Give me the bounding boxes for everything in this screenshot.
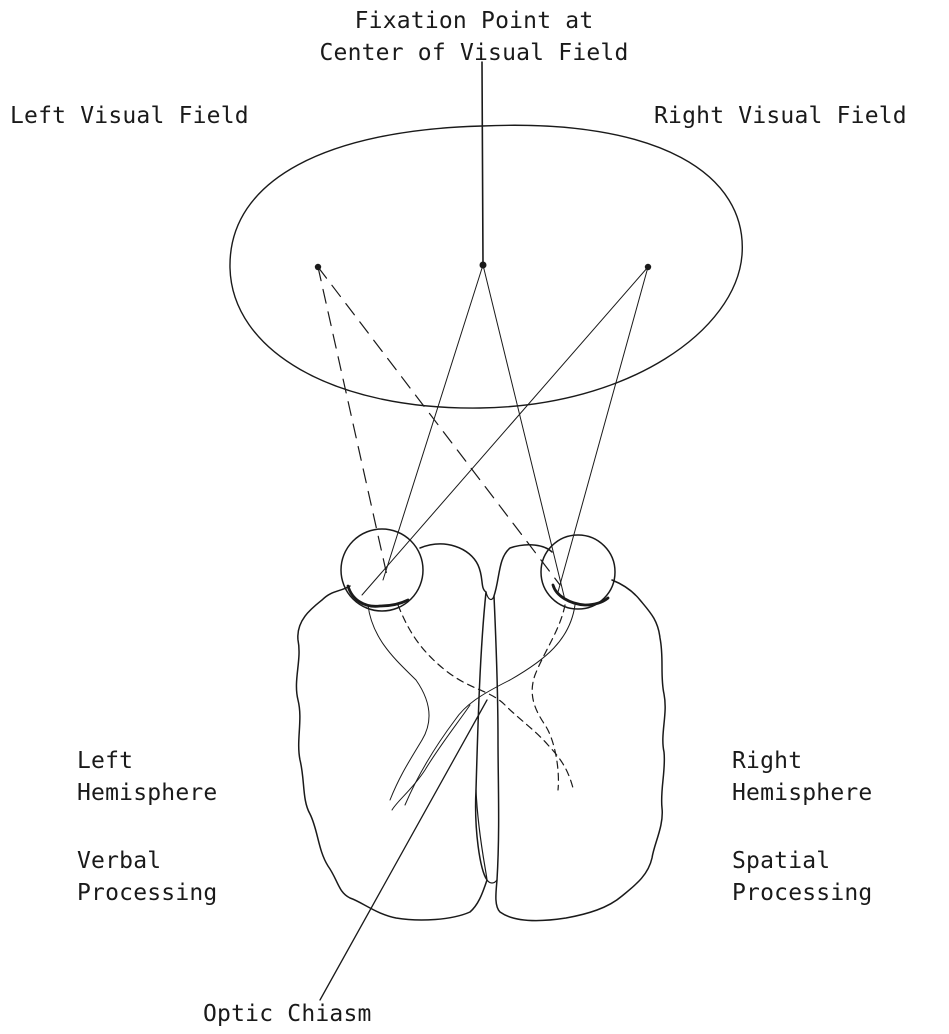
optic-chiasm-label: Optic Chiasm bbox=[203, 998, 372, 1030]
right-eye-crossing-pathway bbox=[405, 605, 575, 805]
left-visual-field-label: Left Visual Field bbox=[10, 100, 249, 132]
right-visual-field-label: Right Visual Field bbox=[654, 100, 907, 132]
fixation-pointer-line bbox=[482, 62, 483, 265]
fixation-point-label: Fixation Point at Center of Visual Field bbox=[274, 5, 674, 69]
left-hemisphere-outline bbox=[296, 544, 487, 920]
spatial-processing-label: Spatial Processing bbox=[732, 845, 872, 909]
right-eye-dashed-pathway bbox=[532, 605, 565, 790]
left-hemisphere-tract bbox=[392, 705, 470, 810]
verbal-processing-label-line-2: Processing bbox=[77, 877, 217, 909]
midline-fissure bbox=[476, 592, 497, 883]
left-eye bbox=[341, 529, 423, 611]
fixation-ray-right-eye bbox=[483, 265, 565, 600]
left-eye-solid-pathway bbox=[368, 605, 429, 800]
spatial-processing-label-line-2: Processing bbox=[732, 877, 872, 909]
spatial-processing-label-line-1: Spatial bbox=[732, 845, 872, 877]
verbal-processing-label-line-1: Verbal bbox=[77, 845, 217, 877]
left-hemisphere-label-line-2: Hemisphere bbox=[77, 777, 217, 809]
visual-field-ellipse bbox=[230, 125, 742, 408]
right-hemisphere-label: Right Hemisphere bbox=[732, 745, 872, 809]
left-hemisphere-label-line-1: Left bbox=[77, 745, 217, 777]
left-point-ray-right-eye bbox=[318, 267, 560, 585]
optic-chiasm-pointer-line bbox=[320, 700, 487, 1000]
left-hemisphere-label: Left Hemisphere bbox=[77, 745, 217, 809]
verbal-processing-label: Verbal Processing bbox=[77, 845, 217, 909]
right-eye bbox=[541, 535, 615, 609]
right-hemisphere-label-line-1: Right bbox=[732, 745, 872, 777]
right-hemisphere-outline bbox=[494, 545, 665, 921]
right-hemisphere-label-line-2: Hemisphere bbox=[732, 777, 872, 809]
fixation-label-line-2: Center of Visual Field bbox=[274, 37, 674, 69]
fixation-label-line-1: Fixation Point at bbox=[274, 5, 674, 37]
right-point-ray-right-eye bbox=[558, 267, 648, 592]
left-eye-dashed-pathway bbox=[398, 605, 573, 788]
right-retina bbox=[553, 585, 608, 605]
